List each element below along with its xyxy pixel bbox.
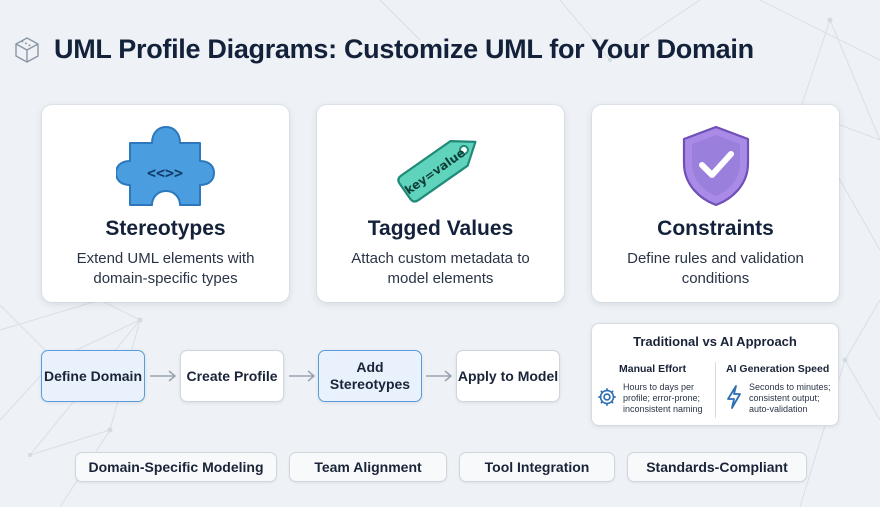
puzzle-piece-icon: <<>>: [115, 126, 215, 206]
card-stereotypes: <<>> Stereotypes Extend UML elements wit…: [42, 105, 289, 302]
manual-line: profile; error-prone;: [623, 393, 701, 403]
manual-heading: Manual Effort: [619, 363, 687, 375]
tag-team-alignment: Team Alignment: [289, 452, 447, 482]
gear-icon: [598, 388, 616, 406]
card-desc: Extend UML elements with domain-specific…: [76, 250, 255, 287]
step-apply-to-model: Apply to Model: [456, 350, 560, 402]
arrow-right-icon: [150, 370, 177, 382]
arrow-right-icon: [289, 370, 316, 382]
lightning-icon: [727, 385, 741, 409]
card-title: Constraints: [657, 217, 774, 240]
card-desc: Define rules and validation conditions: [627, 250, 804, 287]
ai-heading: AI Generation Speed: [726, 363, 830, 375]
header: UML Profile Diagrams: Customize UML for …: [12, 34, 754, 65]
ai-text: Seconds to minutes; consistent output; a…: [749, 382, 831, 415]
manual-text: Hours to days per profile; error-prone; …: [623, 382, 703, 415]
shield-check-icon: [682, 125, 749, 207]
tag-domain-specific-modeling: Domain-Specific Modeling: [75, 452, 277, 482]
puzzle-label: <<>>: [146, 164, 182, 182]
divider: [715, 362, 716, 418]
step-add-stereotypes: Add Stereotypes: [318, 350, 422, 402]
step-create-profile: Create Profile: [180, 350, 284, 402]
arrow-right-icon: [426, 370, 453, 382]
manual-line: Hours to days per: [623, 382, 695, 392]
page-title: UML Profile Diagrams: Customize UML for …: [54, 34, 754, 64]
card-title: Tagged Values: [367, 217, 514, 240]
card-tagged-values: key=value Tagged Values Attach custom me…: [317, 105, 564, 302]
card-constraints: Constraints Define rules and validation …: [592, 105, 839, 302]
ai-line: Seconds to minutes;: [749, 382, 831, 392]
ai-line: consistent output;: [749, 393, 820, 403]
tag-icon: key=value: [396, 139, 477, 203]
cube-icon: [15, 36, 39, 63]
tag-tool-integration: Tool Integration: [459, 452, 615, 482]
card-title: Stereotypes: [105, 217, 226, 240]
manual-line: inconsistent naming: [623, 404, 703, 414]
step-define-domain: Define Domain: [41, 350, 145, 402]
card-desc: Attach custom metadata to model elements: [351, 250, 530, 287]
tag-standards-compliant: Standards-Compliant: [627, 452, 807, 482]
comparison-panel: Traditional vs AI Approach Manual Effort…: [591, 323, 839, 426]
comparison-title: Traditional vs AI Approach: [633, 334, 797, 349]
ai-line: auto-validation: [749, 404, 808, 414]
